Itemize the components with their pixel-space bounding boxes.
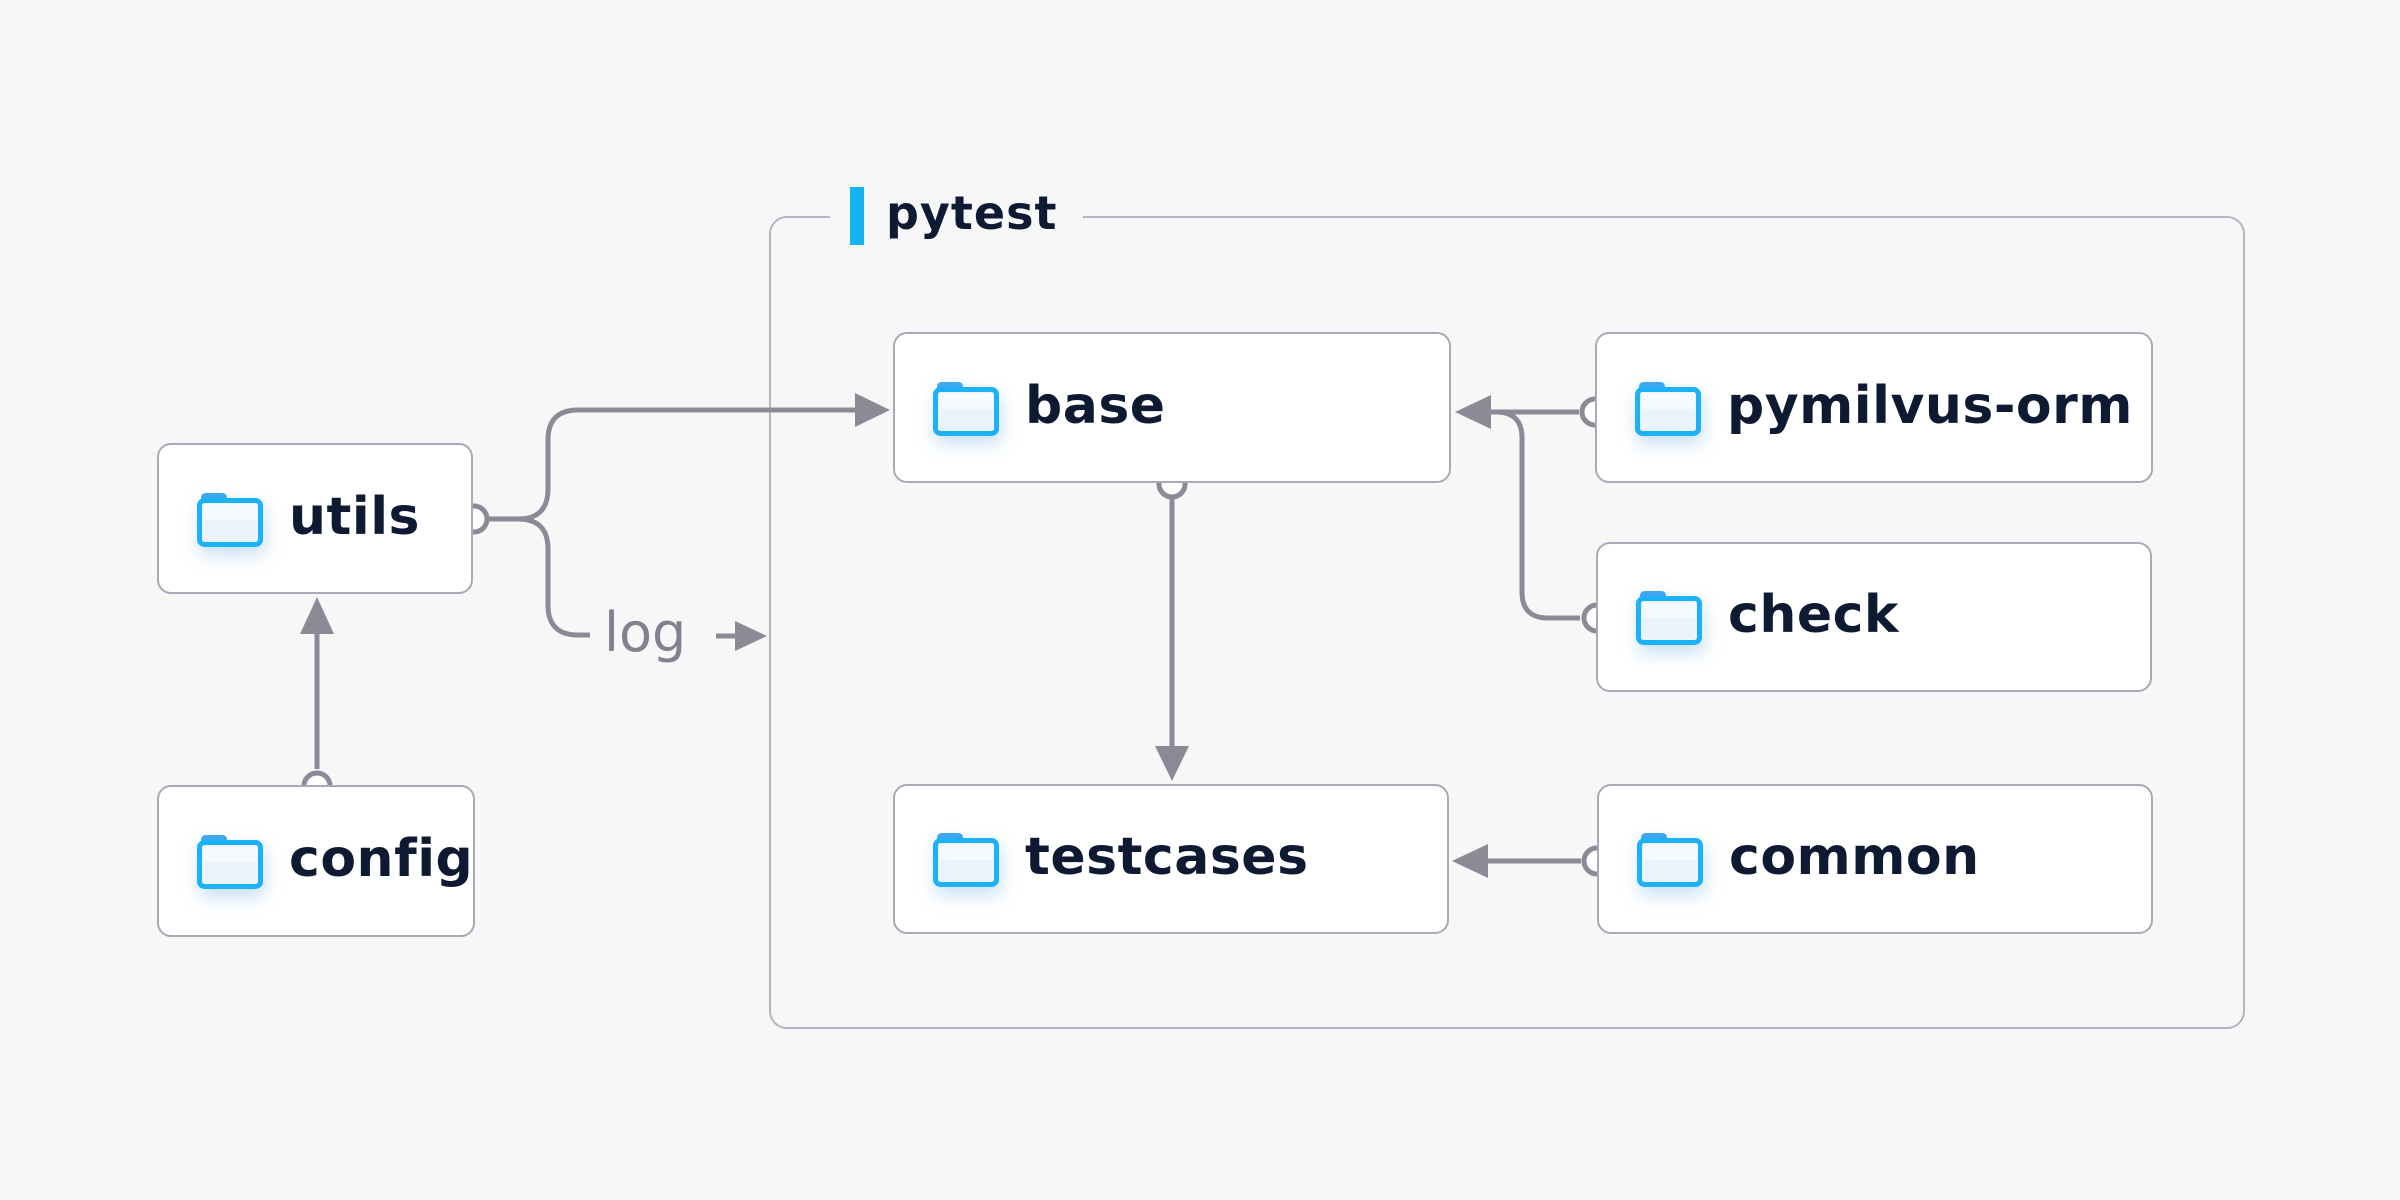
node-label: pymilvus-orm	[1727, 375, 2133, 436]
node-testcases: testcases	[893, 784, 1449, 934]
folder-icon	[1636, 591, 1702, 645]
pytest-group-title: pytest	[886, 186, 1058, 240]
node-label: base	[1025, 375, 1166, 436]
pytest-group-label: pytest	[830, 182, 1084, 250]
edge-config-utils	[300, 597, 334, 802]
node-label: testcases	[1025, 827, 1309, 887]
pytest-group-outline	[769, 216, 2245, 1029]
edge-label-log: log	[604, 601, 687, 664]
node-check: check	[1596, 542, 2152, 692]
node-label: utils	[289, 486, 420, 547]
node-base: base	[893, 332, 1451, 483]
node-pymilvus-orm: pymilvus-orm	[1595, 332, 2153, 483]
folder-icon	[197, 835, 263, 889]
node-utils: utils	[157, 443, 473, 594]
folder-icon	[1635, 381, 1701, 436]
folder-icon	[1637, 833, 1703, 887]
node-label: check	[1728, 585, 1900, 645]
node-label: common	[1729, 827, 1980, 887]
accent-bar	[850, 187, 864, 245]
node-config: config	[157, 785, 475, 937]
folder-icon	[933, 833, 999, 887]
folder-icon	[197, 492, 263, 547]
node-common: common	[1597, 784, 2153, 934]
node-label: config	[289, 829, 474, 889]
folder-icon	[933, 381, 999, 436]
